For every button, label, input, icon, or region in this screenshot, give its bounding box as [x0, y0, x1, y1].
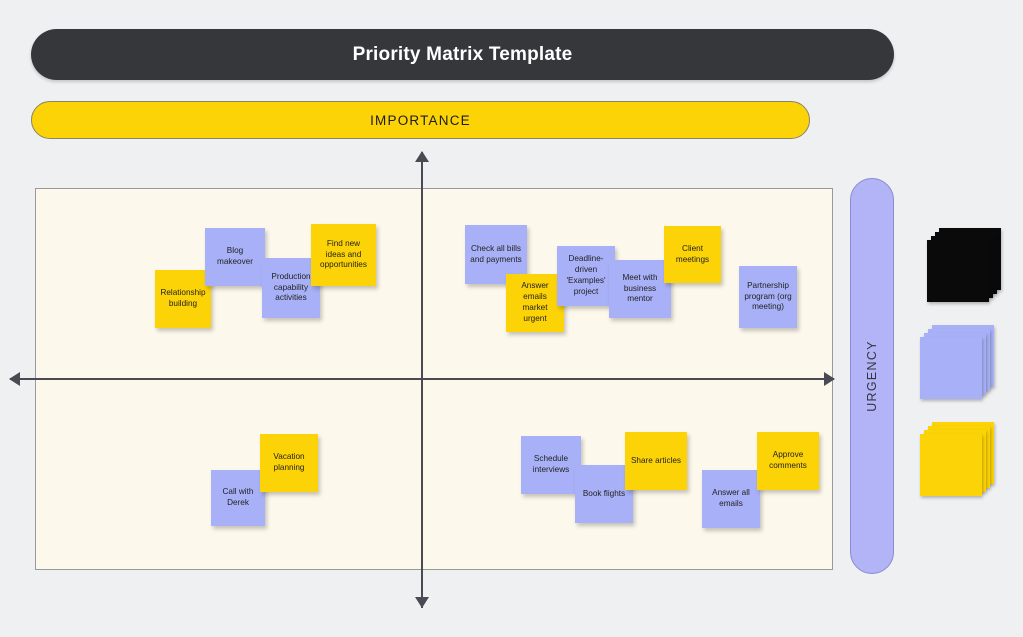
- sticky-note[interactable]: Share articles: [625, 432, 687, 490]
- urgency-axis-label-bar[interactable]: URGENCY: [850, 178, 894, 574]
- note-sheet[interactable]: [927, 240, 989, 302]
- sticky-note[interactable]: Relationship building: [155, 270, 211, 328]
- sticky-note[interactable]: Vacation planning: [260, 434, 318, 492]
- arrow-up-icon: [415, 151, 429, 162]
- arrow-left-icon: [9, 372, 20, 386]
- arrow-down-icon: [415, 597, 429, 608]
- sticky-note[interactable]: Find new ideas and opportunities: [311, 224, 376, 286]
- arrow-right-icon: [824, 372, 835, 386]
- importance-label: IMPORTANCE: [370, 112, 471, 128]
- horizontal-axis-line: [10, 378, 834, 380]
- sticky-note[interactable]: Meet with business mentor: [609, 260, 671, 318]
- sticky-note[interactable]: Blog makeover: [205, 228, 265, 286]
- sticky-note[interactable]: Answer all emails: [702, 470, 760, 528]
- urgency-label: URGENCY: [865, 340, 880, 412]
- note-sheet[interactable]: [920, 337, 982, 399]
- sticky-note[interactable]: Answer emails market urgent: [506, 274, 564, 332]
- sticky-note[interactable]: Check all bills and payments: [465, 225, 527, 284]
- blue-note-stack[interactable]: [920, 325, 1000, 405]
- page-title: Priority Matrix Template: [352, 43, 573, 65]
- note-sheet[interactable]: [920, 434, 982, 496]
- template-title-bar: Priority Matrix Template: [31, 29, 894, 80]
- sticky-note[interactable]: Book flights: [575, 465, 633, 523]
- sticky-note[interactable]: Client meetings: [664, 226, 721, 283]
- vertical-axis-line: [421, 152, 423, 608]
- importance-axis-label-bar[interactable]: IMPORTANCE: [31, 101, 810, 139]
- sticky-note[interactable]: Schedule interviews: [521, 436, 581, 494]
- sticky-note[interactable]: Production capability activities: [262, 258, 320, 318]
- black-note-stack[interactable]: [927, 228, 1007, 308]
- sticky-note[interactable]: Deadline-driven 'Examples' project: [557, 246, 615, 306]
- sticky-note[interactable]: Call with Derek: [211, 470, 265, 526]
- yellow-note-stack[interactable]: [920, 422, 1000, 502]
- sticky-note[interactable]: Approve comments: [757, 432, 819, 490]
- sticky-note[interactable]: Partnership program (org meeting): [739, 266, 797, 328]
